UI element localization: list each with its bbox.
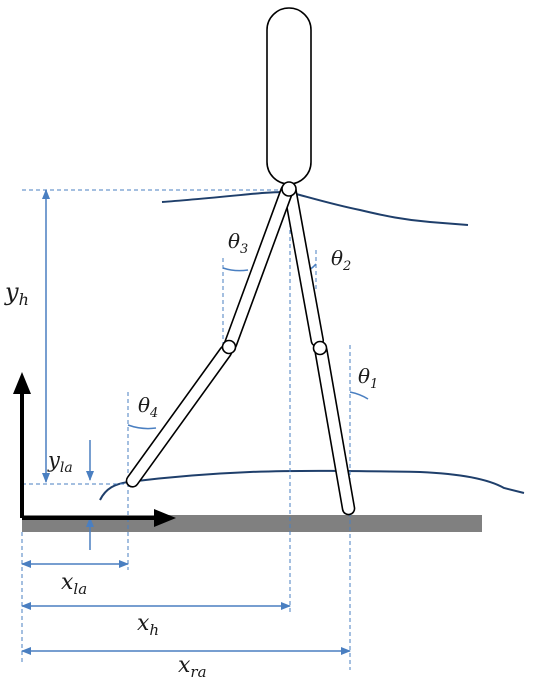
theta1-label: θ1 <box>358 364 378 392</box>
xla-label: xla <box>61 570 87 598</box>
hip-trace <box>161 190 469 226</box>
yla-label: yla <box>47 448 73 476</box>
left-thigh <box>223 183 294 351</box>
xra-label: xra <box>178 653 207 681</box>
coordinate-axes <box>13 372 176 527</box>
left-knee-joint <box>221 339 237 355</box>
hip-joint <box>281 181 297 197</box>
right-knee-joint <box>312 340 328 356</box>
ankle-trace <box>99 469 525 501</box>
theta4-label: θ4 <box>138 393 158 421</box>
right-shank <box>314 344 356 516</box>
theta2-label: θ2 <box>331 246 351 274</box>
yh-label: yh <box>4 278 29 309</box>
xh-label: xh <box>137 611 159 639</box>
dimension-arrows <box>21 189 351 655</box>
right-thigh <box>283 184 325 348</box>
torso <box>266 7 312 185</box>
theta3-label: θ3 <box>228 229 248 257</box>
